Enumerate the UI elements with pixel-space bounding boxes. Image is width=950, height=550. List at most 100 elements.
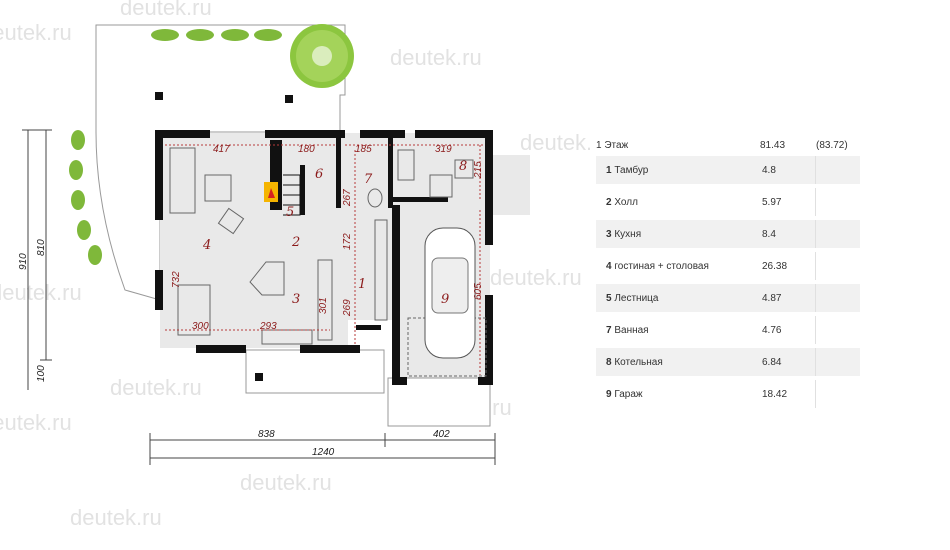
dimension-label: 402 (433, 429, 450, 440)
dimension-label: 269 (342, 299, 353, 317)
room-area: 4.8 (760, 156, 816, 184)
watermark: deutek.ru (0, 280, 82, 305)
dimension-label: 100 (36, 365, 47, 382)
dimension-label: 185 (355, 144, 372, 155)
room-number: 6 (315, 167, 323, 182)
watermark: deutek.ru (490, 265, 582, 290)
dimension-lines-red (165, 144, 485, 375)
dimension-label: 293 (259, 321, 277, 332)
shrubs (69, 29, 282, 265)
dimension-label: 910 (18, 253, 29, 270)
room-name: Котельная (614, 356, 663, 368)
dimension-label: 215 (473, 161, 484, 179)
table-row: 9 Гараж 18.42 (596, 380, 860, 408)
room-number: 7 (364, 172, 373, 187)
dimension-label: 180 (298, 144, 315, 155)
floor-label: 1 Этаж (596, 139, 629, 151)
flame-icon (268, 188, 275, 198)
dimension-label: 417 (213, 144, 230, 155)
table-row: 7 Ванная 4.76 (596, 316, 860, 344)
dimension-label: 301 (318, 297, 329, 314)
room-number: 5 (286, 205, 294, 220)
room-index: 9 (606, 388, 612, 400)
overall-dimension-lines (22, 129, 496, 465)
room-index: 4 (606, 260, 612, 272)
room-number: 4 (202, 238, 211, 253)
wardrobe (374, 219, 388, 321)
room-area: 26.38 (760, 252, 816, 280)
walls (155, 130, 493, 385)
garage-door-track (407, 317, 487, 377)
dining-table (177, 284, 211, 336)
watermark: deutek.ru (120, 0, 212, 20)
watermark: deutek.ru (0, 410, 72, 435)
table-row: 5 Лестница 4.87 (596, 284, 860, 312)
watermark: deutek.ru (70, 505, 162, 530)
room-area: 18.42 (760, 380, 816, 408)
terrace-post (285, 95, 293, 103)
garage-apron (387, 377, 491, 427)
kitchen-counter (317, 259, 333, 341)
room-name: гостиная + столовая (614, 260, 709, 272)
room-name: Гараж (614, 388, 643, 400)
room-number: 9 (441, 292, 449, 307)
car-icon (424, 227, 476, 359)
coffee-table (217, 207, 245, 235)
tree-icon (290, 24, 354, 88)
table-row: 1 Тамбур 4.8 (596, 156, 860, 184)
toilet (367, 188, 383, 208)
room-number: 1 (358, 277, 366, 292)
watermark: deutek.ru (0, 20, 72, 45)
armchair (204, 174, 232, 202)
watermark: deutek.ru (520, 130, 590, 155)
floor-total-area: (83.72) (816, 139, 848, 151)
room-index: 3 (606, 228, 612, 240)
floor-area: 81.43 (760, 139, 786, 151)
room-area: 8.4 (760, 220, 816, 248)
room-number: 3 (292, 292, 300, 307)
dimension-label: 267 (342, 189, 353, 207)
floor-plan: deutek.ru deutek.ru deutek.ru deutek.ru … (0, 0, 590, 530)
sofa (169, 147, 196, 214)
dimension-label: 838 (258, 429, 275, 440)
table-row: 3 Кухня 8.4 (596, 220, 860, 248)
table-row: 4 гостиная + столовая 26.38 (596, 252, 860, 280)
dimension-label: 810 (36, 239, 47, 256)
bath-fixture (397, 149, 415, 181)
watermark: deutek.ru (390, 45, 482, 70)
porch-post (255, 373, 263, 381)
room-name: Лестница (614, 292, 659, 304)
furniture (169, 147, 487, 377)
area-table-body: 1 Тамбур 4.8 2 Холл 5.97 3 Кухня 8.4 4 г… (596, 156, 860, 408)
area-table-header: 1 Этаж 81.43 (83.72) (596, 138, 860, 152)
area-table: 1 Этаж 81.43 (83.72) 1 Тамбур 4.8 2 Холл… (596, 138, 860, 408)
boiler-tank (454, 159, 474, 179)
room-name: Тамбур (614, 164, 649, 176)
dimension-label: 300 (192, 321, 209, 332)
room-index: 5 (606, 292, 612, 304)
room-area: 4.87 (760, 284, 816, 312)
dimension-label: 319 (435, 144, 452, 155)
room-name: Холл (614, 196, 638, 208)
stairs-icon (283, 174, 301, 216)
kitchen-island (249, 261, 285, 296)
room-area: 5.97 (760, 188, 816, 216)
boiler (429, 174, 453, 198)
room-area: 4.76 (760, 316, 816, 344)
watermarks: deutek.ru deutek.ru deutek.ru deutek.ru … (0, 0, 590, 530)
dimension-label: 732 (171, 271, 182, 288)
table-row: 2 Холл 5.97 (596, 188, 860, 216)
room-number: 2 (291, 235, 300, 250)
dimension-label: 172 (342, 233, 353, 250)
room-area: 6.84 (760, 348, 816, 376)
room-index: 8 (606, 356, 612, 368)
watermark: deutek.ru (240, 470, 332, 495)
room-number: 8 (459, 159, 467, 174)
room-index: 7 (606, 324, 612, 336)
terrace-post (155, 92, 163, 100)
porch (245, 349, 385, 394)
room-index: 2 (606, 196, 612, 208)
room-index: 1 (606, 164, 612, 176)
dimension-label: 1240 (312, 447, 335, 458)
room-name: Ванная (614, 324, 649, 336)
